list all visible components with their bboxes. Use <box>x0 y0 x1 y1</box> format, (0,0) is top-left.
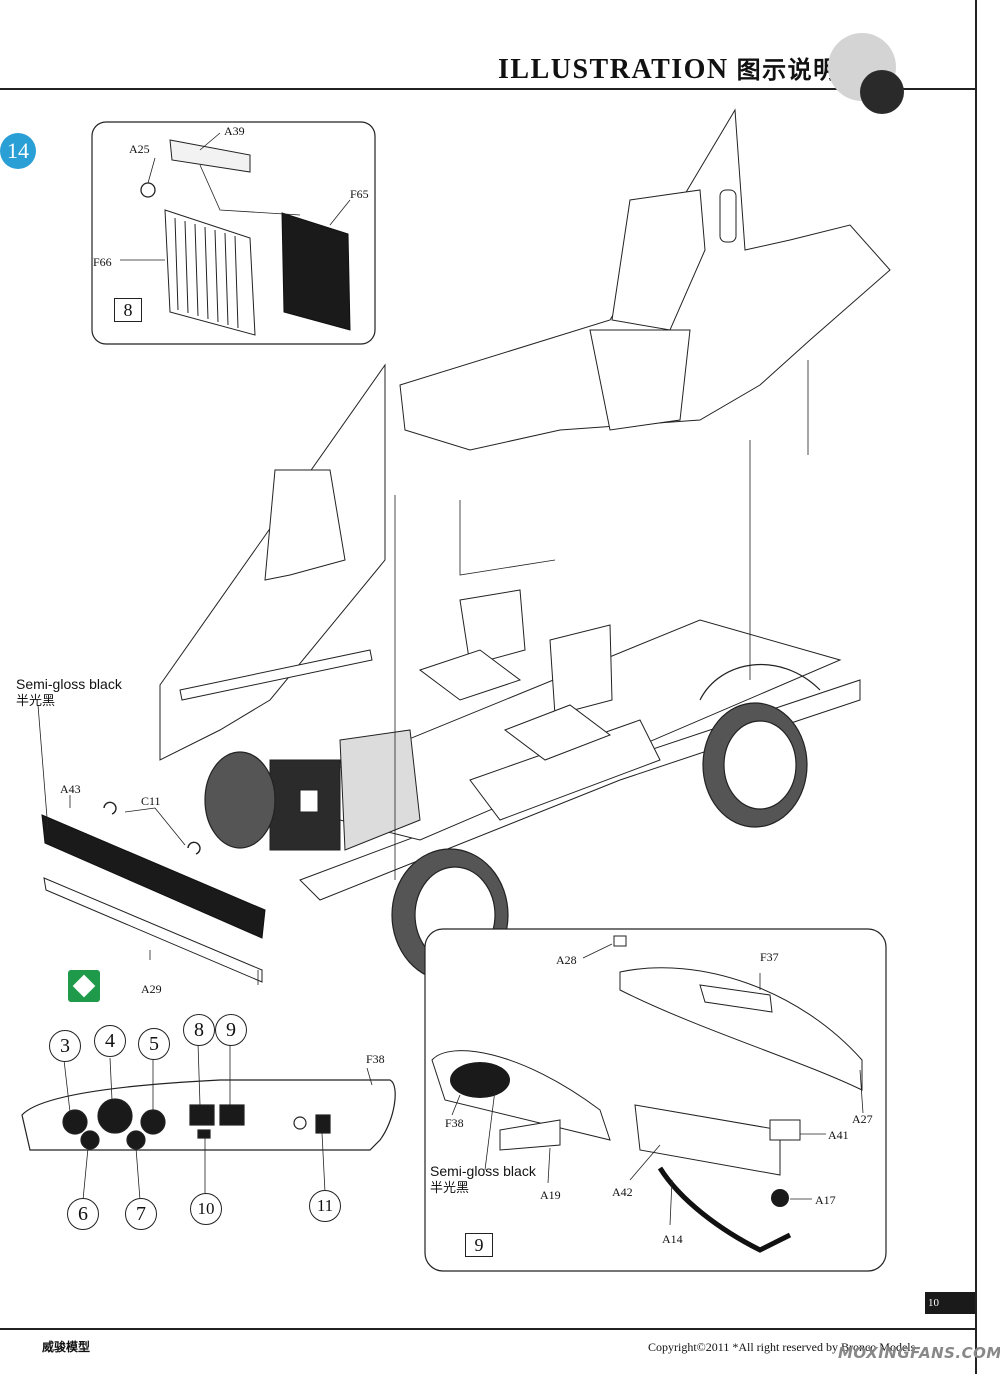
knob-part-a17 <box>771 1189 789 1207</box>
label-f66: F66 <box>93 255 112 269</box>
dashboard-leaders <box>63 1042 373 1201</box>
label-a28: A28 <box>556 953 577 967</box>
hose-part-a14 <box>657 1166 792 1253</box>
label-c11: C11 <box>141 794 161 808</box>
plate-part-f65 <box>281 212 351 331</box>
right-edge <box>975 0 977 1374</box>
label-a14: A14 <box>662 1232 683 1246</box>
bracket-part-a19 <box>499 1119 561 1151</box>
inset-paint-cn: 半光黑 <box>430 1181 470 1196</box>
label-a25: A25 <box>129 142 150 156</box>
label-a29: A29 <box>141 982 162 996</box>
decal-marker-inner <box>72 974 96 998</box>
fire-extinguisher <box>719 189 737 243</box>
dashboard-panel <box>21 1079 396 1151</box>
rear-fender <box>699 664 821 701</box>
main-paint-cn: 半光黑 <box>16 694 56 709</box>
hood-window <box>699 984 773 1013</box>
right-body-panel <box>399 108 891 451</box>
label-a17: A17 <box>815 1193 836 1207</box>
label-inset-f38: F38 <box>445 1116 464 1130</box>
engine-radiator <box>269 729 421 851</box>
gauge-callout-6: 6 <box>67 1198 99 1230</box>
page-title-en: ILLUSTRATION <box>498 54 729 85</box>
inset-bottom-leaders <box>451 943 864 1226</box>
gauge-callout-4: 4 <box>94 1025 126 1057</box>
inset-dash-gauges <box>450 1062 510 1098</box>
main-paint-label: Semi-gloss black 半光黑 <box>16 676 122 710</box>
inset-top-leaders <box>120 132 351 261</box>
footer-copyright: Copyright©2011 *All right reserved by Br… <box>648 1340 916 1354</box>
box-part-a42 <box>634 1104 781 1176</box>
hood-part-f37 <box>619 967 863 1091</box>
grille-part-f66 <box>164 209 256 336</box>
label-a19: A19 <box>540 1188 561 1202</box>
bumper-part-a43 <box>41 814 266 939</box>
label-f65: F65 <box>350 187 369 201</box>
page-tab <box>925 1292 975 1314</box>
knob-part-a25 <box>140 182 156 198</box>
hook-part-c11 <box>103 801 201 855</box>
inset-paint-en: Semi-gloss black <box>430 1163 536 1179</box>
gauge-callout-8: 8 <box>183 1014 215 1046</box>
main-paint-en: Semi-gloss black <box>16 676 122 692</box>
bracket-part-a39 <box>169 139 251 173</box>
left-body-panel <box>159 363 386 761</box>
bottom-rule <box>0 1328 975 1330</box>
inset-top-step-box: 8 <box>114 298 142 322</box>
inset-bottom-step-box: 9 <box>465 1233 493 1257</box>
label-f37: F37 <box>760 950 779 964</box>
label-a39: A39 <box>224 124 245 138</box>
seats <box>418 589 613 761</box>
gauge-callout-7: 7 <box>125 1198 157 1230</box>
footer-brand: 威骏模型 <box>42 1340 91 1354</box>
gauge-callout-5: 5 <box>138 1028 170 1060</box>
top-rule <box>0 88 975 90</box>
guide-lines <box>394 360 809 880</box>
inset-paint-label: Semi-gloss black 半光黑 <box>430 1163 536 1197</box>
label-a41: A41 <box>828 1128 849 1142</box>
gauge-callout-9: 9 <box>215 1014 247 1046</box>
watermark-text: MOXINGFANS.COM <box>838 1344 1000 1362</box>
step-badge: 14 <box>0 133 36 169</box>
gauge-callout-3: 3 <box>49 1030 81 1062</box>
header-circle-black <box>860 70 904 114</box>
main-leaders <box>37 704 259 985</box>
gauge-callout-11: 11 <box>309 1190 341 1222</box>
clip-part-a28 <box>613 935 627 947</box>
label-a42: A42 <box>612 1185 633 1199</box>
label-a43: A43 <box>60 782 81 796</box>
label-a27: A27 <box>852 1112 873 1126</box>
strip-part-a29 <box>43 877 263 983</box>
label-dashboard-f38: F38 <box>366 1052 385 1066</box>
part-a41 <box>769 1119 801 1141</box>
page-number: 10 <box>928 1297 939 1309</box>
gauge-callout-10: 10 <box>190 1193 222 1225</box>
